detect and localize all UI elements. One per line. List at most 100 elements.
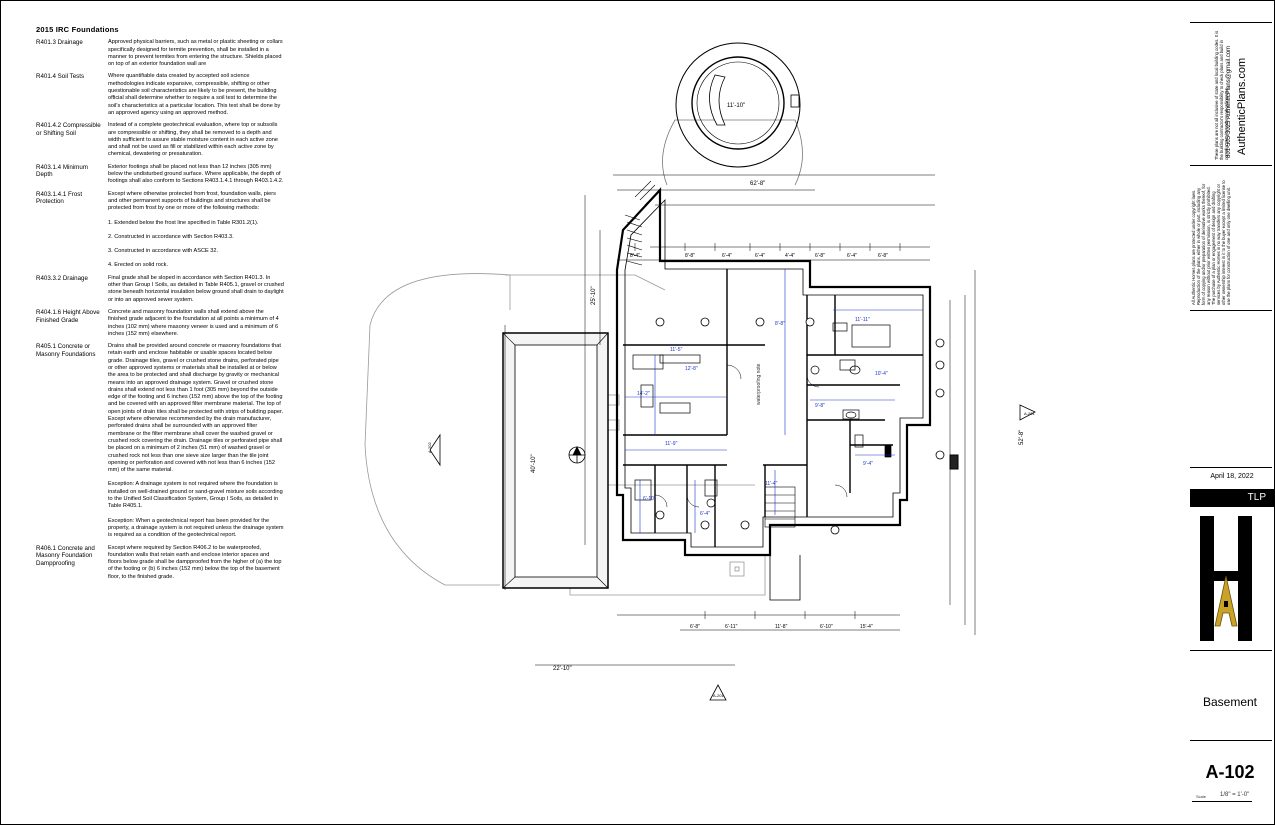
issue-date: April 18, 2022 [1210, 473, 1254, 480]
code-reference: R406.1 Concrete and Masonry Foundation D… [36, 544, 95, 567]
bottom-dimension: 11'-8" [775, 624, 788, 630]
code-text: Concrete and masonry foundation walls sh… [108, 309, 284, 338]
top-dimension: 8'-4" [630, 253, 640, 259]
code-text: Instead of a complete geotechnical evalu… [108, 122, 284, 158]
contact-info: 801-505-3025 AuthenticPlans@gmail.com [1226, 45, 1232, 158]
tb-rule-5 [1190, 650, 1272, 651]
room-dimension: 11'-9" [665, 441, 678, 447]
code-text: Approved physical barriers, such as meta… [108, 39, 284, 68]
code-reference: R404.1.6 Height Above Finished Grade [36, 308, 100, 324]
code-text: Except where otherwise protected from fr… [108, 191, 284, 270]
top-dimension: 6'-8" [815, 253, 825, 259]
scale-label: Scale [1196, 794, 1207, 799]
foundation-walls [615, 180, 959, 601]
code-paragraph: Exterior footings shall be placed not le… [108, 163, 284, 185]
scale-rule [1192, 801, 1252, 802]
code-section: R403.1.4.1 Frost Protection Except where … [36, 191, 284, 270]
drafter-initials: TLP [1190, 489, 1274, 507]
top-dimension: 6'-8" [878, 253, 888, 259]
tb-rule-6 [1190, 740, 1272, 741]
code-paragraph: Concrete and masonry foundation walls sh… [108, 308, 279, 337]
top-dimension: 4'-4" [785, 253, 795, 259]
dimension-lines [504, 174, 976, 666]
code-paragraph: Final grade shall be sloped in accordanc… [108, 274, 284, 303]
code-section: R406.1 Concrete and Masonry Foundation D… [36, 545, 284, 581]
round-tower: 11'-10" [662, 42, 803, 186]
basement-floor-plan: 11'-10" [364, 42, 1036, 701]
code-reference: R401.3 Drainage [36, 39, 83, 47]
code-reference: R405.1 Concrete or Masonry Foundations [36, 343, 96, 358]
top-dimension: 6'-4" [755, 253, 765, 259]
top-dimension: 8'-8" [685, 253, 695, 259]
tb-mid-rule [1190, 165, 1272, 166]
code-reference: R401.4.2 Compressible or Shifting Soil [36, 122, 101, 137]
code-paragraph: Except where otherwise protected from fr… [108, 190, 276, 212]
code-paragraph: 3. Constructed in accordance with ASCE 3… [108, 248, 219, 255]
authentic-homes-logo [1200, 516, 1252, 641]
code-paragraph: Where quantifiable data created by accep… [108, 73, 281, 116]
tb-rule-4 [1190, 467, 1272, 468]
bottom-dimension: 6'-11" [725, 624, 738, 630]
code-paragraph: Drains shall be provided around concrete… [108, 343, 284, 474]
top-dimension: 6'-4" [847, 253, 857, 259]
room-dimension: 6'-4" [700, 511, 710, 517]
code-section: R401.3 Drainage Approved physical barrier… [36, 39, 284, 68]
room-dimension: 11'-5" [670, 347, 683, 353]
code-paragraph: 2. Constructed in accordance with Sectio… [108, 233, 234, 240]
tb-top-rule [1190, 22, 1272, 23]
bottom-dimension: 6'-10" [820, 624, 833, 630]
code-paragraph: Approved physical barriers, such as meta… [108, 39, 283, 68]
room-dimension: 12'-8" [685, 366, 698, 372]
code-paragraph: 1. Extended below the frost line specifi… [108, 219, 259, 226]
bottom-dimension: 15'-4" [860, 624, 873, 630]
code-section: R401.4 Soil Tests Where quantifiable data… [36, 73, 284, 117]
code-paragraph: Instead of a complete geotechnical evalu… [108, 122, 278, 158]
section-marker-right: A-201 [1019, 404, 1036, 421]
room-dimension: 10'-4" [875, 371, 888, 377]
code-section: R403.3.2 Drainage Final grade shall be sl… [36, 275, 284, 304]
code-text: Drains shall be provided around concrete… [108, 343, 284, 539]
code-section: R405.1 Concrete or Masonry Foundations Dr… [36, 343, 284, 539]
stair-height-dim: 25'-10" [591, 286, 597, 305]
tb-rule-3 [1190, 310, 1272, 311]
code-reference: R401.4 Soil Tests [36, 73, 85, 81]
section-cut-label: A-201 [713, 693, 724, 698]
section-cut-label: A-201 [1024, 411, 1035, 416]
room-dimension: 11'-11" [855, 317, 870, 323]
wall-note: waterproofing note [756, 363, 762, 405]
svg-text:11'-10": 11'-10" [727, 103, 745, 109]
copyright-disclaimer: All Authentic Homes plans are protected … [1191, 180, 1231, 305]
code-reference: R403.1.4.1 Frost Protection [36, 190, 83, 206]
bottom-width-dim: 22'-10" [553, 666, 572, 672]
left-height-dim: 40'-10" [531, 454, 537, 473]
room-dimension: 6'-10" [643, 496, 656, 502]
section-marker-left: A-202 [427, 433, 441, 467]
room-dimension: 14'-2" [637, 391, 650, 397]
room-dimension: 9'-8" [815, 403, 825, 409]
sheet-number: A-102 [1205, 762, 1255, 782]
code-text: Where quantifiable data created by accep… [108, 73, 284, 117]
overall-height-dim: 52'-8" [1019, 430, 1025, 445]
code-paragraph: Except where required by Section R406.2 … [108, 544, 282, 580]
room-dimension: 9'-4" [863, 461, 873, 467]
room-dimension: 11'-4" [765, 481, 778, 487]
title-block [1188, 0, 1275, 825]
overall-width-dim: 62'-8" [750, 181, 765, 187]
code-reference: R403.1.4 Minimum Depth [36, 163, 88, 179]
website: AuthenticPlans.com [1236, 57, 1248, 155]
section-marker-bottom: A-201 [709, 684, 727, 701]
code-text: Final grade shall be sloped in accordanc… [108, 275, 284, 304]
bottom-dimension: 6'-8" [690, 624, 700, 630]
top-dimension: 6'-4" [722, 253, 732, 259]
cold-storage [502, 332, 609, 589]
code-section: R401.4.2 Compressible or Shifting Soil In… [36, 122, 284, 158]
scale-value: 1/8" = 1'-0" [1220, 792, 1250, 798]
code-text: Exterior footings shall be placed not le… [108, 164, 284, 186]
code-paragraph: 4. Erected on solid rock. [108, 262, 169, 269]
code-section: R404.1.6 Height Above Finished Grade Conc… [36, 309, 284, 338]
code-reference: R403.3.2 Drainage [36, 274, 88, 282]
section-cut-label: A-202 [427, 442, 432, 453]
north-arrow [568, 446, 586, 464]
code-paragraph: Exception: When a geotechnical report ha… [108, 517, 284, 539]
